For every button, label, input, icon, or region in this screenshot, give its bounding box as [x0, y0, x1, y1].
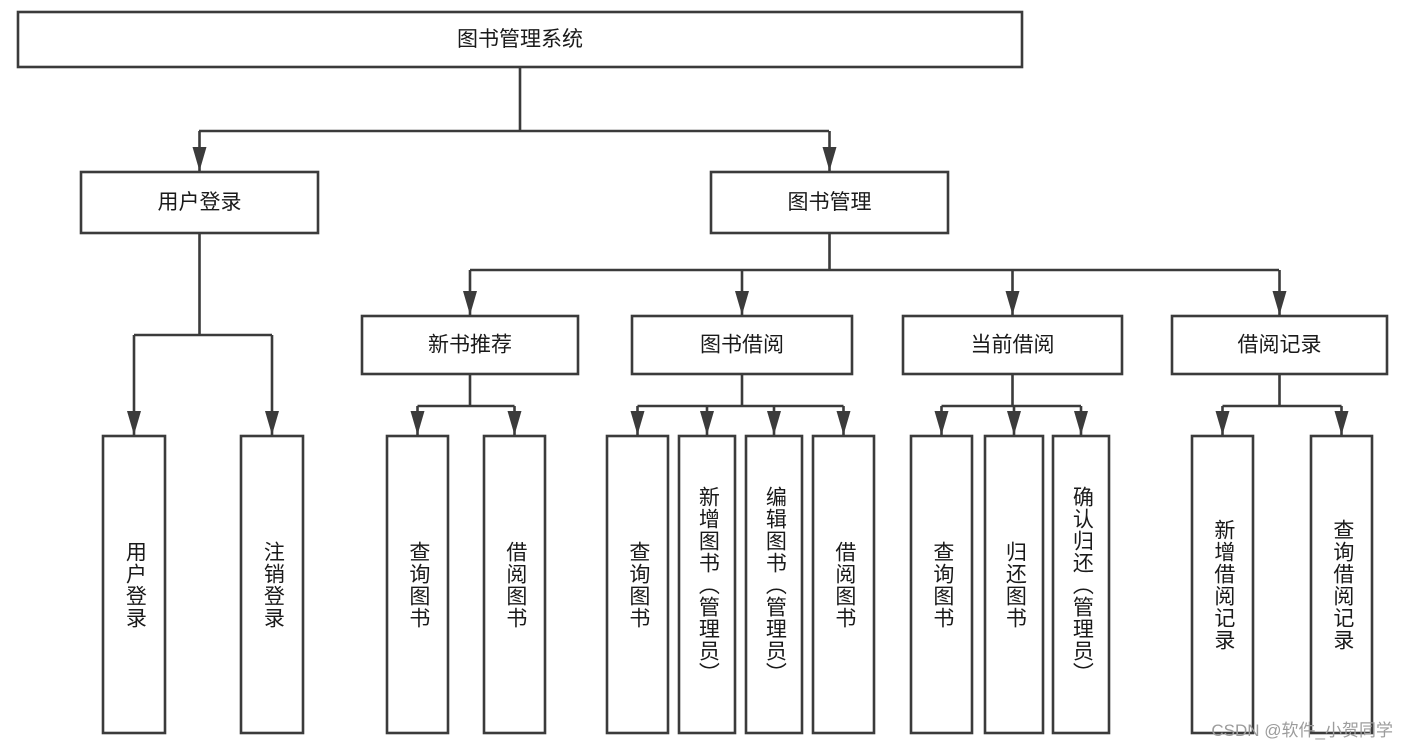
arrow-head-icon [1334, 411, 1349, 435]
node-box-root[interactable] [16, 10, 1024, 69]
node-box-leaf-confirm-return[interactable] [1051, 434, 1111, 735]
node-label-leaf-query-record: 查询借阅记录 [1330, 518, 1354, 651]
node-box-new-book-rec[interactable] [360, 314, 580, 376]
node-label-leaf-user-login: 用户登录 [123, 540, 147, 629]
node-box-user-login[interactable] [79, 170, 320, 235]
node-label-book-manage: 图书管理 [788, 191, 872, 214]
arrow-head-icon [934, 411, 949, 435]
node-label-leaf-add-record: 新增借阅记录 [1211, 518, 1235, 651]
node-label-leaf-edit-book: 编辑图书（管理员） [763, 485, 787, 684]
arrow-head-icon [265, 411, 279, 435]
node-label-root: 图书管理系统 [457, 28, 583, 51]
arrow-head-icon [1215, 411, 1230, 435]
node-box-current-borrow[interactable] [901, 314, 1124, 376]
node-box-leaf-edit-book[interactable] [744, 434, 804, 735]
arrow-head-icon [1074, 411, 1088, 435]
node-box-leaf-return-book[interactable] [983, 434, 1045, 735]
node-label-leaf-query-book-bb: 查询图书 [626, 540, 650, 629]
arrow-head-icon [1005, 291, 1020, 315]
arrow-head-icon [822, 147, 837, 171]
arrow-head-icon [735, 291, 749, 315]
node-box-leaf-borrow-book-rec[interactable] [482, 434, 547, 735]
node-label-leaf-borrow-book-bb: 借阅图书 [832, 540, 856, 629]
node-box-leaf-add-record[interactable] [1190, 434, 1255, 735]
node-label-leaf-logout: 注销登录 [261, 540, 285, 629]
arrow-head-icon [836, 411, 851, 435]
arrow-head-icon [192, 147, 207, 171]
node-label-user-login: 用户登录 [158, 191, 242, 214]
node-label-new-book-rec: 新书推荐 [428, 334, 512, 357]
node-label-borrow-record: 借阅记录 [1238, 334, 1322, 357]
node-label-leaf-return-book: 归还图书 [1003, 540, 1027, 629]
node-label-leaf-confirm-return: 确认归还（管理员） [1070, 485, 1094, 684]
node-label-leaf-borrow-book-rec: 借阅图书 [503, 540, 527, 629]
node-box-borrow-record[interactable] [1170, 314, 1389, 376]
node-box-leaf-add-book[interactable] [677, 434, 737, 735]
node-box-book-manage[interactable] [709, 170, 950, 235]
arrow-head-icon [127, 411, 141, 435]
edges-layer [127, 67, 1349, 435]
boxes-layer [16, 10, 1389, 735]
node-box-book-borrow[interactable] [630, 314, 854, 376]
node-box-leaf-user-login[interactable] [101, 434, 167, 735]
node-box-leaf-logout[interactable] [239, 434, 305, 735]
node-label-book-borrow: 图书借阅 [700, 334, 784, 357]
node-label-leaf-add-book: 新增图书（管理员） [696, 485, 720, 684]
arrow-head-icon [1272, 291, 1287, 315]
node-box-leaf-query-book-bb[interactable] [605, 434, 670, 735]
node-box-leaf-query-book-rec[interactable] [385, 434, 450, 735]
node-box-leaf-borrow-book-bb[interactable] [811, 434, 876, 735]
arrow-head-icon [1007, 411, 1021, 435]
node-box-leaf-query-record[interactable] [1309, 434, 1374, 735]
node-label-leaf-query-book-cb: 查询图书 [930, 540, 954, 629]
arrow-head-icon [700, 411, 714, 435]
arrow-head-icon [463, 291, 477, 315]
arrow-head-icon [507, 411, 522, 435]
node-label-leaf-query-book-rec: 查询图书 [406, 540, 430, 629]
arrow-head-icon [630, 411, 645, 435]
node-label-current-borrow: 当前借阅 [971, 334, 1055, 357]
node-box-leaf-query-book-cb[interactable] [909, 434, 974, 735]
arrow-head-icon [767, 411, 781, 435]
arrow-head-icon [410, 411, 425, 435]
